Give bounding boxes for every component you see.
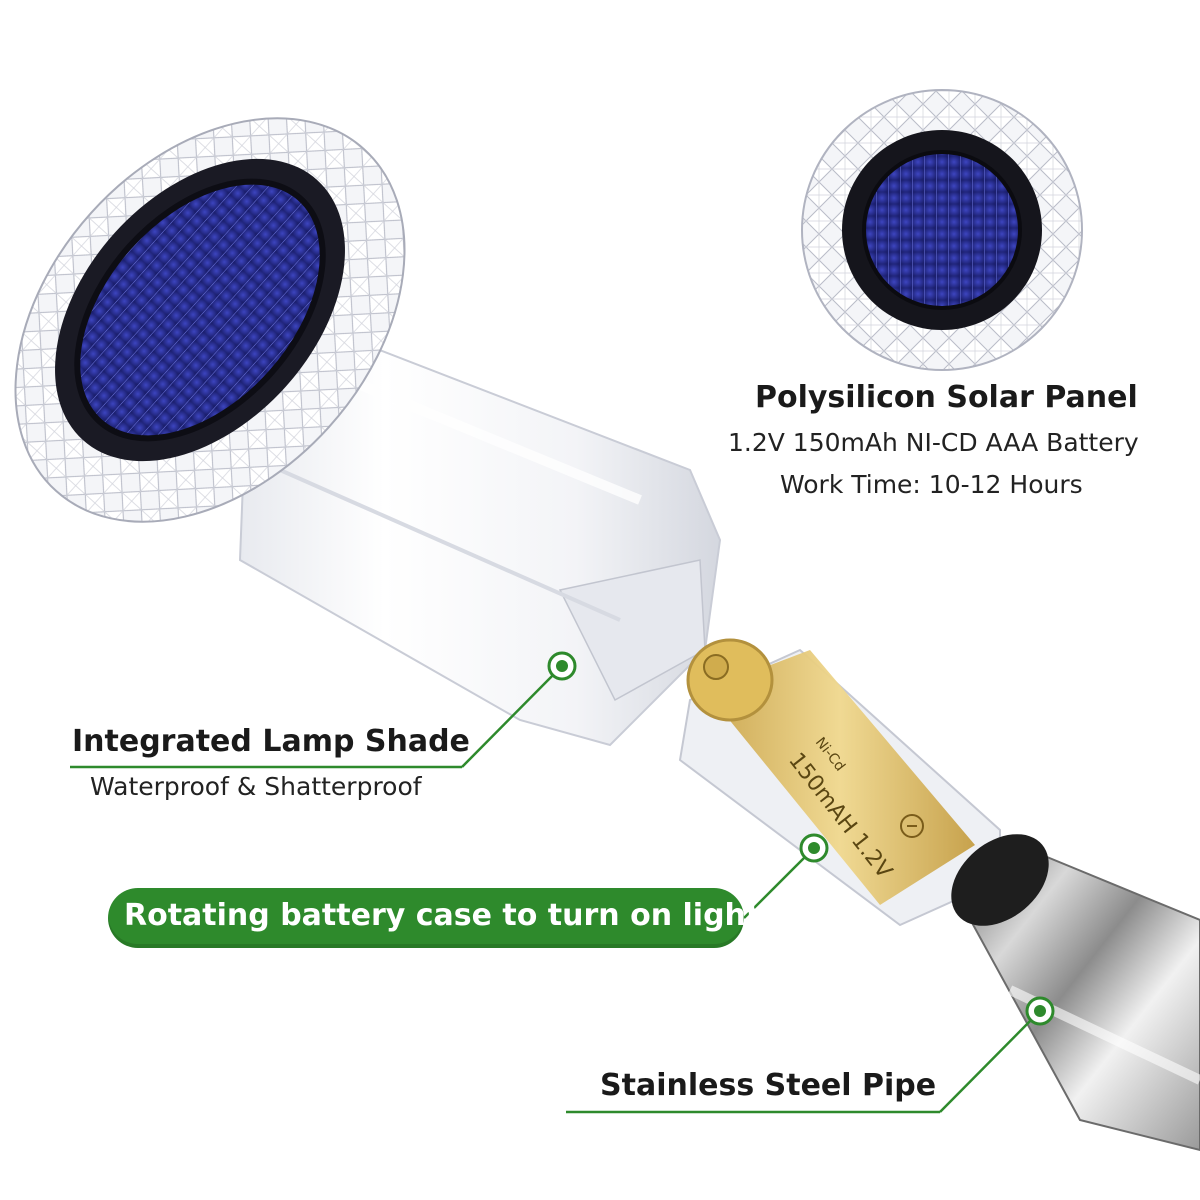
battery-spec-text: 1.2V 150mAh NI-CD AAA Battery [728,428,1139,457]
solar-panel-closeup [801,89,1083,371]
battery-case-label: Rotating battery case to turn on light [124,898,761,933]
lamp-head [14,117,406,523]
callout-battery-case [743,833,829,919]
work-time-text: Work Time: 10-12 Hours [780,470,1083,499]
lamp-shade-title: Integrated Lamp Shade [72,724,470,759]
callout-pipe [566,996,1055,1114]
callout-lamp-shade [70,651,577,769]
battery-case-badge [108,888,744,948]
solar-panel-title: Polysilicon Solar Panel [755,380,1138,415]
stainless-pipe [951,834,1200,1152]
lamp-shade-subtitle: Waterproof & Shatterproof [90,772,422,801]
pipe-title: Stainless Steel Pipe [600,1068,937,1103]
battery-case [678,638,1001,927]
